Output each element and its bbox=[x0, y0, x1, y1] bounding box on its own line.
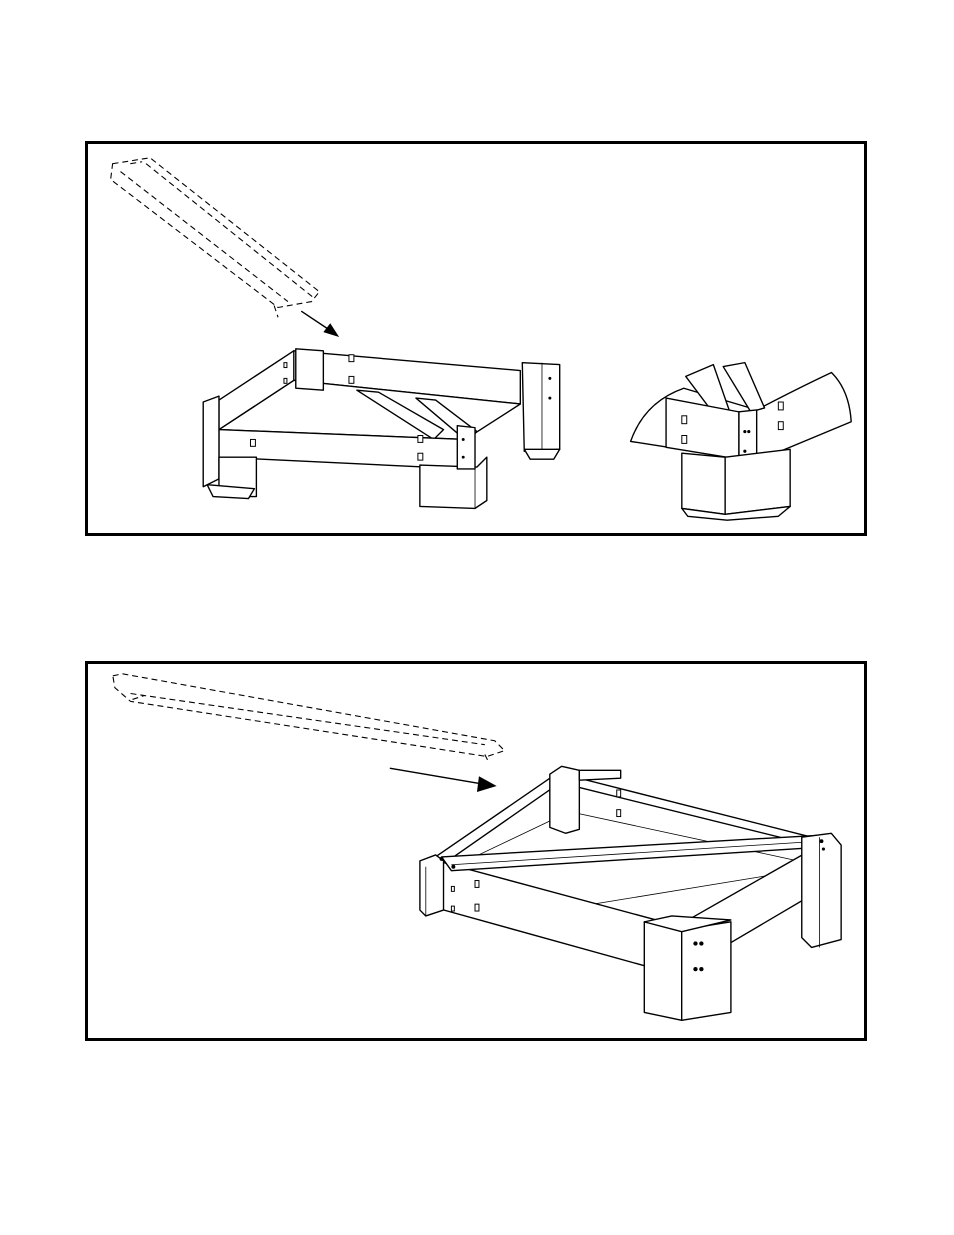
assembly-figure-2-drawing bbox=[88, 664, 864, 1038]
insert-arrow bbox=[302, 311, 339, 337]
partial-frame-assembly bbox=[203, 349, 560, 509]
assembly-figure-1-drawing bbox=[88, 144, 864, 533]
complete-frame-assembly bbox=[420, 766, 841, 1020]
dashed-brace-part bbox=[111, 158, 320, 318]
assembly-figure-2 bbox=[85, 661, 867, 1041]
insert-arrow bbox=[390, 768, 496, 792]
assembly-figure-1 bbox=[85, 141, 867, 536]
dashed-brace-part bbox=[113, 674, 505, 763]
corner-detail bbox=[631, 363, 852, 521]
